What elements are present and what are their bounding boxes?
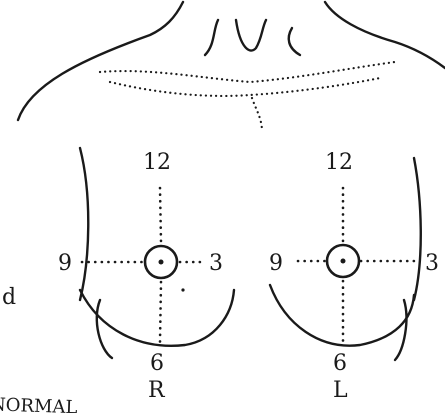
upper-torso-outline: [18, 2, 445, 132]
right-vertical-upper-line: [160, 188, 161, 242]
right-shoulder-line: [325, 2, 445, 68]
neck-right-curve: [289, 28, 300, 55]
right-nipple: [159, 260, 164, 265]
left-breast-lateral-line: [414, 158, 421, 300]
right-breast-axilla-line: [97, 300, 112, 358]
left-shoulder-line: [18, 2, 183, 120]
right-vertical-lower-line: [160, 282, 161, 342]
right-label-6: 6: [150, 351, 164, 376]
clavicle-dotted-upper: [100, 62, 395, 82]
left-label-9: 9: [269, 251, 283, 276]
right-label-12: 12: [143, 150, 171, 175]
right-breast-lower-curve: [80, 290, 234, 346]
clavicle-dotted-lower: [110, 78, 380, 96]
left-label-6: 6: [333, 351, 347, 376]
left-nipple: [341, 259, 346, 264]
right-label-9: 9: [58, 251, 72, 276]
left-side-label: L: [333, 378, 348, 403]
left-breast: 12 9 3 6 L: [269, 150, 439, 403]
left-label-3: 3: [425, 251, 439, 276]
right-breast: 12 9 3 6 R: [58, 148, 234, 403]
right-side-label: R: [148, 378, 166, 403]
neck-notch: [236, 20, 266, 51]
right-label-3: 3: [209, 251, 223, 276]
cropped-normal-label: NORMAL: [0, 394, 78, 413]
left-label-12: 12: [325, 150, 353, 175]
neck-left-curve: [205, 20, 218, 55]
cropped-edge-letter: d: [2, 285, 16, 310]
right-stray-dot: [181, 288, 184, 291]
right-breast-lateral-line: [80, 148, 88, 300]
sternum-dotted: [252, 98, 262, 132]
